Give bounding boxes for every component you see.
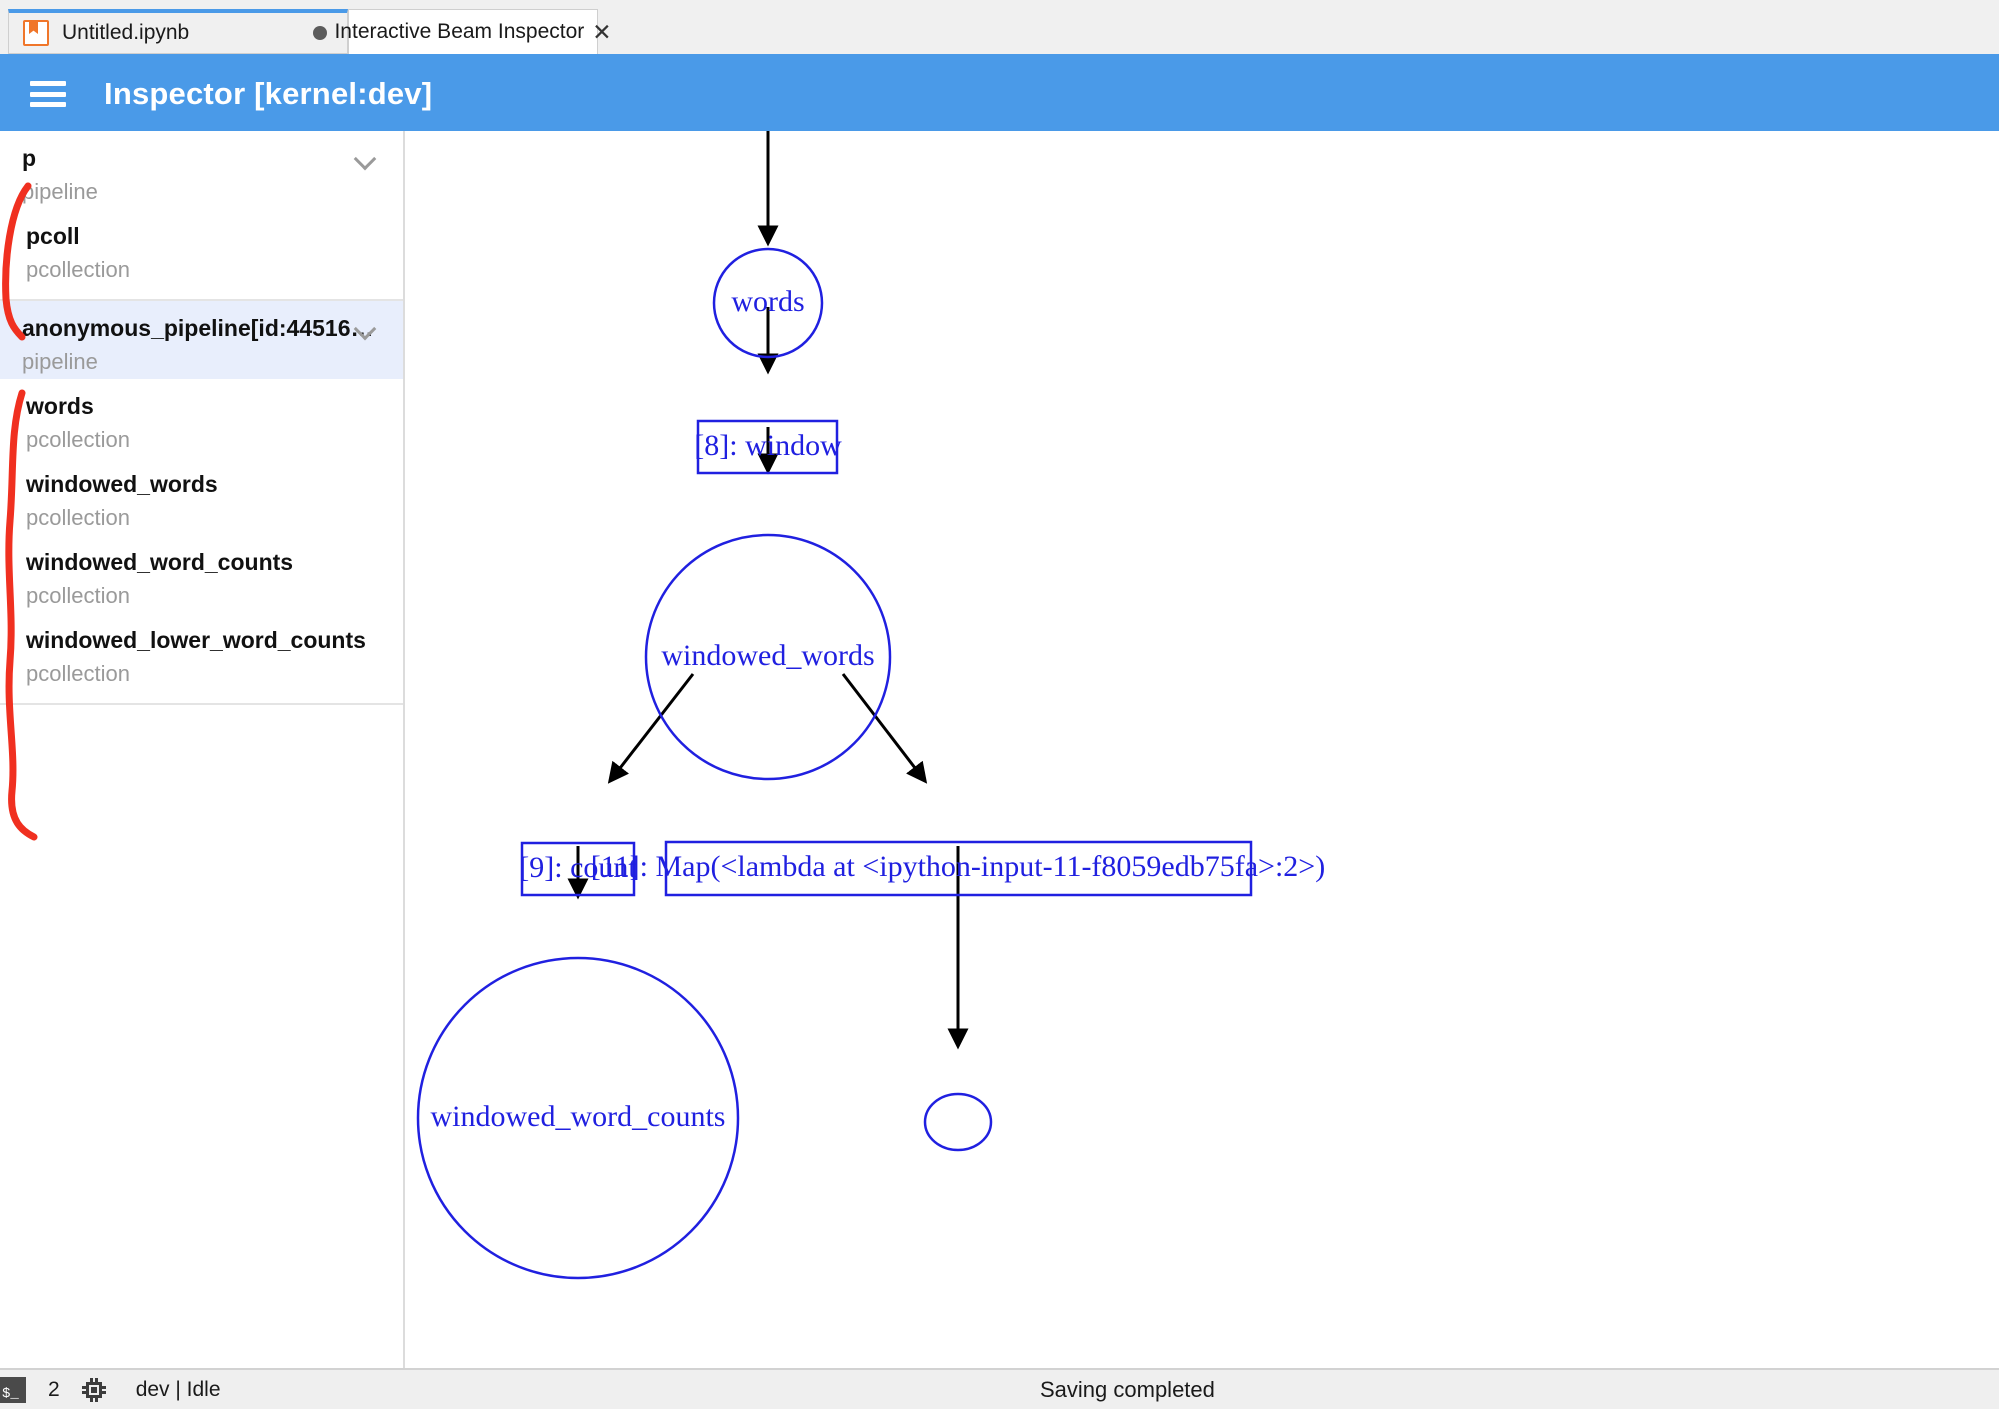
graph-node-shape <box>664 840 1253 897</box>
sidebar-item-windowed-word-counts[interactable]: windowed_word_counts pcollection <box>0 535 403 613</box>
sidebar-item-type: pcollection <box>26 661 130 686</box>
graph-edge-windowed-words-to-map <box>841 673 928 784</box>
sidebar-item-windowed-words[interactable]: windowed_words pcollection <box>0 457 403 535</box>
chevron-down-icon[interactable] <box>355 321 377 333</box>
sidebar-item-label: windowed_word_counts <box>26 549 294 575</box>
status-bar: $_ 2 dev | Idle Saving completed <box>0 1368 1999 1409</box>
sidebar-item-words[interactable]: words pcollection <box>0 379 403 457</box>
sidebar-item-label: p <box>22 145 37 171</box>
sidebar-item-label: pcoll <box>26 223 80 249</box>
kernel-status[interactable]: dev | Idle <box>135 1377 221 1401</box>
notebook-icon <box>23 20 49 46</box>
graph-node-shape <box>416 956 740 1280</box>
pipeline-graph-panel[interactable]: words [8]: window windowed_words [9]: co… <box>405 131 1999 1368</box>
chip-pin <box>94 1377 98 1383</box>
sidebar-item-p[interactable]: p pipeline <box>0 131 403 209</box>
graph-edge-windowed-words-to-count <box>607 673 695 784</box>
hamburger-bar <box>30 81 66 86</box>
tab-dirty-indicator[interactable] <box>313 26 327 40</box>
sidebar-item-anonymous-pipeline[interactable]: anonymous_pipeline[id:44516… pipeline <box>0 301 403 379</box>
inspectables-sidebar[interactable]: p pipeline pcoll pcollection anonymous_p… <box>0 131 405 1368</box>
chip-core <box>90 1386 97 1393</box>
save-status: Saving completed <box>1040 1376 1215 1402</box>
page-title: Inspector [kernel:dev] <box>104 76 433 111</box>
graph-node-count[interactable]: [9]: count <box>519 841 637 897</box>
sidebar-item-pcoll[interactable]: pcoll pcollection <box>0 209 403 287</box>
chevron-down-icon[interactable] <box>355 151 377 163</box>
tab-label: Untitled.ipynb <box>62 21 190 44</box>
close-icon[interactable]: ✕ <box>592 18 612 45</box>
graph-node-label: [8]: window <box>694 429 842 462</box>
chip-pin <box>89 1377 93 1383</box>
graph-node-shape <box>644 533 892 781</box>
graph-node-shape <box>520 841 636 897</box>
chip-pin <box>100 1385 106 1389</box>
sidebar-item-windowed-lower-word-counts[interactable]: windowed_lower_word_counts pcollection <box>0 613 403 691</box>
inspector-header: Inspector [kernel:dev] <box>0 57 1999 131</box>
tab-bar: Untitled.ipynb Interactive Beam Inspecto… <box>0 0 1999 57</box>
sidebar-item-type: pipeline <box>22 349 98 374</box>
graph-node-label: windowed_words <box>661 639 874 672</box>
body-area: p pipeline pcoll pcollection anonymous_p… <box>0 131 1999 1368</box>
tab-untitled-ipynb[interactable]: Untitled.ipynb <box>8 9 348 54</box>
sidebar-item-type: pcollection <box>26 583 130 608</box>
graph-node-label: words <box>731 285 804 318</box>
inspectable-group: anonymous_pipeline[id:44516… pipeline wo… <box>0 301 403 705</box>
terminal-count: 2 <box>48 1377 60 1401</box>
chip-pin <box>81 1390 87 1394</box>
sidebar-item-label: windowed_words <box>26 471 218 497</box>
sidebar-item-type: pcollection <box>26 505 130 530</box>
graph-node-small[interactable] <box>923 1092 993 1152</box>
hamburger-bar <box>30 91 66 97</box>
sidebar-item-label: windowed_lower_word_counts <box>26 627 366 653</box>
chip-pin <box>89 1396 93 1402</box>
graph-node-shape <box>696 419 839 475</box>
graph-node-words[interactable]: words <box>712 247 824 359</box>
hamburger-icon[interactable] <box>30 81 66 107</box>
cpu-chip-icon[interactable] <box>81 1377 106 1402</box>
sidebar-item-type: pcollection <box>26 257 130 282</box>
terminal-icon[interactable]: $_ <box>0 1376 26 1403</box>
chip-pin <box>94 1396 98 1402</box>
sidebar-item-label: words <box>26 393 94 419</box>
graph-node-windowed-word-counts[interactable]: windowed_word_counts <box>416 956 740 1280</box>
tab-interactive-beam-inspector[interactable]: Interactive Beam Inspector ✕ <box>334 9 612 54</box>
graph-node-label: [11]: Map(<lambda at <ipython-input-11-f… <box>591 850 1325 883</box>
hamburger-bar <box>30 102 66 107</box>
graph-node-map-lambda[interactable]: [11]: Map(<lambda at <ipython-input-11-f… <box>591 840 1325 897</box>
inspectable-group: p pipeline pcoll pcollection <box>0 131 403 301</box>
tab-label: Interactive Beam Inspector <box>334 20 585 43</box>
graph-node-shape <box>712 247 824 359</box>
sidebar-item-type: pcollection <box>26 427 130 452</box>
pipeline-graph: words [8]: window windowed_words [9]: co… <box>416 131 1325 1280</box>
graph-node-label: [9]: count <box>519 851 637 884</box>
chip-pin <box>81 1385 87 1389</box>
chip-pin <box>100 1390 106 1394</box>
sidebar-item-type: pipeline <box>22 179 98 204</box>
graph-node-window[interactable]: [8]: window <box>694 419 842 475</box>
graph-node-shape <box>923 1092 993 1152</box>
graph-node-windowed-words[interactable]: windowed_words <box>644 533 892 781</box>
chip-body <box>85 1381 102 1398</box>
graph-node-label: windowed_word_counts <box>431 1100 726 1133</box>
sidebar-item-label: anonymous_pipeline[id:44516… <box>22 315 374 341</box>
